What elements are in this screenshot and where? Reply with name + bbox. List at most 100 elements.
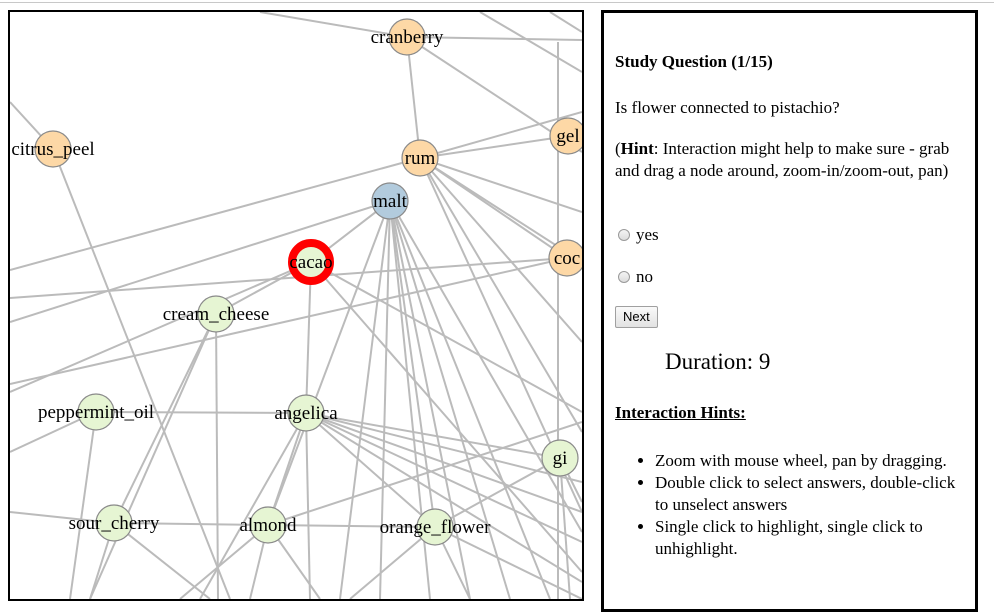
question-hint: (Hint: Interaction might help to make su…	[615, 139, 950, 180]
graph-edge	[305, 412, 582, 513]
node-label: almond	[240, 515, 297, 536]
node-layer[interactable]: cranberry citrus_peel gel rum malt coc cacao cr…	[11, 18, 582, 546]
answer-yes-option[interactable]: yes	[618, 224, 659, 246]
node-label: angelica	[274, 403, 338, 424]
graph-edge	[389, 200, 582, 533]
node-malt[interactable]: malt	[371, 182, 409, 220]
interaction-hints-list: Zoom with mouse wheel, pan by dragging. …	[615, 450, 965, 560]
node-label: malt	[373, 191, 407, 212]
graph-edge	[419, 157, 582, 433]
graph-edge	[10, 200, 391, 323]
node-circle[interactable]	[416, 508, 454, 546]
node-gel[interactable]: gel	[549, 117, 582, 155]
node-almond[interactable]: almond	[240, 506, 297, 544]
graph-edge	[179, 524, 269, 599]
answer-no-option[interactable]: no	[618, 266, 653, 288]
hint-item: Zoom with mouse wheel, pan by dragging.	[655, 450, 965, 472]
node-peppermint-oil[interactable]: peppermint_oil	[38, 393, 154, 431]
graph-edge	[113, 313, 217, 524]
no-radio[interactable]	[618, 271, 630, 283]
node-circle[interactable]	[249, 506, 287, 544]
node-circle[interactable]	[549, 117, 582, 155]
node-rum[interactable]: rum	[401, 139, 439, 177]
node-circle[interactable]	[401, 139, 439, 177]
graph-edge	[389, 200, 551, 599]
yes-label: yes	[636, 225, 659, 244]
node-label: sour_cherry	[69, 513, 160, 534]
node-orange-flower[interactable]: orange_flower	[380, 508, 491, 546]
node-label: gi	[553, 448, 568, 469]
graph-edge	[419, 135, 569, 159]
node-label: coc	[554, 248, 580, 269]
duration-timer: Duration: 9	[665, 349, 771, 374]
node-label: orange_flower	[380, 517, 491, 538]
graph-edge	[215, 313, 219, 599]
no-label: no	[636, 267, 653, 286]
node-circle[interactable]	[34, 130, 72, 168]
node-circle[interactable]	[388, 18, 426, 56]
graph-edge	[419, 157, 582, 213]
question-text: Is flower connected to pistachio?	[615, 98, 840, 117]
node-cacao[interactable]: cacao	[288, 239, 334, 285]
graph-edge	[310, 261, 582, 413]
graph-edge	[549, 12, 582, 33]
graph-edge	[419, 157, 582, 343]
node-label: gel	[556, 126, 579, 147]
graph-edge	[389, 200, 471, 599]
graph-edge	[389, 200, 511, 599]
graph-edge	[406, 36, 582, 41]
node-sour-cherry[interactable]: sour_cherry	[69, 504, 160, 542]
graph-edge	[305, 412, 561, 459]
graph-edge	[434, 457, 561, 528]
graph-edge	[267, 421, 582, 526]
node-circle[interactable]	[95, 504, 133, 542]
graph-edge	[10, 257, 568, 299]
node-label: cacao	[289, 252, 332, 273]
node-circle[interactable]	[77, 393, 115, 431]
graph-panel[interactable]: cranberry citrus_peel gel rum malt coc cacao cr…	[8, 10, 584, 601]
question-title: Study Question (1/15)	[615, 52, 773, 71]
node-circle[interactable]	[371, 182, 409, 220]
yes-radio[interactable]	[618, 229, 630, 241]
hint-item: Double click to select answers, double-c…	[655, 472, 965, 516]
next-button[interactable]: Next	[615, 306, 658, 328]
network-graph[interactable]: cranberry citrus_peel gel rum malt coc cacao cr…	[10, 12, 582, 599]
graph-edge	[267, 412, 307, 526]
graph-edge	[305, 412, 582, 543]
interaction-hints-title: Interaction Hints:	[615, 403, 746, 422]
node-circle[interactable]	[197, 295, 235, 333]
node-citrus-peel[interactable]: citrus_peel	[11, 130, 95, 168]
graph-edge	[305, 412, 436, 528]
node-label: peppermint_oil	[38, 402, 154, 423]
node-circle[interactable]	[548, 239, 582, 277]
graph-edge	[305, 412, 582, 483]
node-circle[interactable]	[288, 239, 334, 285]
node-label: cranberry	[371, 27, 444, 48]
node-circle[interactable]	[287, 394, 325, 432]
question-panel: Study Question (1/15) Is flower connecte…	[601, 10, 978, 612]
graph-edge	[559, 457, 571, 599]
hint-text: : Interaction might help to make sure - …	[615, 139, 950, 180]
node-label: cream_cheese	[163, 304, 270, 325]
edge-layer	[10, 12, 582, 599]
graph-edge	[69, 411, 97, 599]
graph-edge	[10, 261, 312, 393]
graph-edge	[305, 412, 311, 599]
graph-edge	[305, 412, 582, 583]
node-coc[interactable]: coc	[548, 239, 582, 277]
graph-edge	[10, 257, 568, 385]
graph-edge	[305, 261, 312, 414]
hint-label: Hint	[620, 139, 654, 158]
node-circle[interactable]	[541, 439, 579, 477]
node-gi[interactable]: gi	[541, 439, 579, 477]
graph-edge	[95, 411, 307, 414]
graph-edge	[479, 12, 582, 73]
node-angelica[interactable]: angelica	[274, 394, 338, 432]
top-divider	[0, 2, 994, 3]
graph-edge	[267, 200, 391, 526]
node-cranberry[interactable]: cranberry	[371, 18, 444, 56]
graph-edge	[406, 36, 421, 159]
node-label: citrus_peel	[11, 139, 94, 160]
node-cream-cheese[interactable]: cream_cheese	[163, 295, 270, 333]
graph-edge	[434, 526, 582, 599]
